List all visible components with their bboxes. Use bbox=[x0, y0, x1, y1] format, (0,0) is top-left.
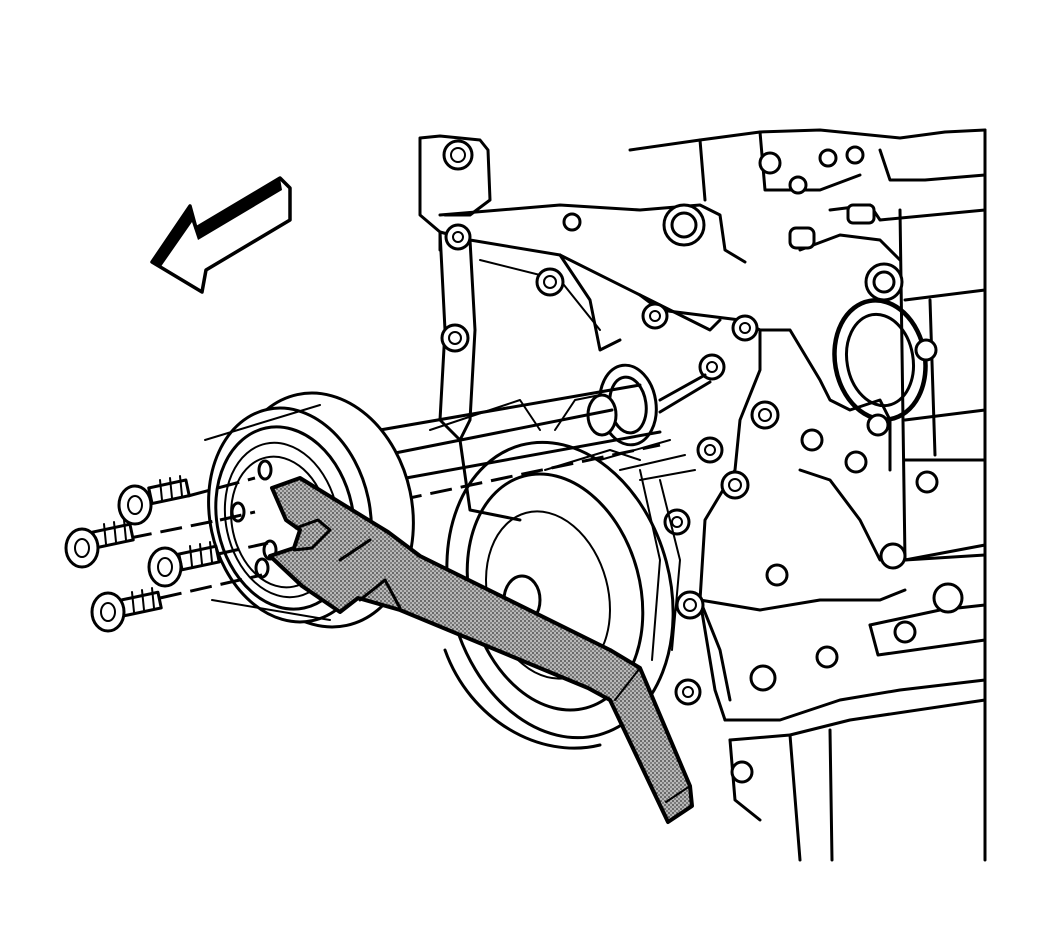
bolt-icon bbox=[117, 475, 256, 526]
pulley-bolts bbox=[64, 475, 269, 633]
bolt-icon bbox=[90, 573, 263, 633]
engine-bolts bbox=[440, 139, 964, 784]
arrow-left-icon bbox=[150, 176, 292, 294]
bolt-icon bbox=[147, 541, 269, 588]
bolt-icon bbox=[64, 510, 256, 569]
crankshaft-nose bbox=[586, 363, 712, 447]
alignment-lines bbox=[378, 383, 662, 502]
engine-block bbox=[418, 128, 987, 862]
holding-tool bbox=[268, 476, 694, 824]
